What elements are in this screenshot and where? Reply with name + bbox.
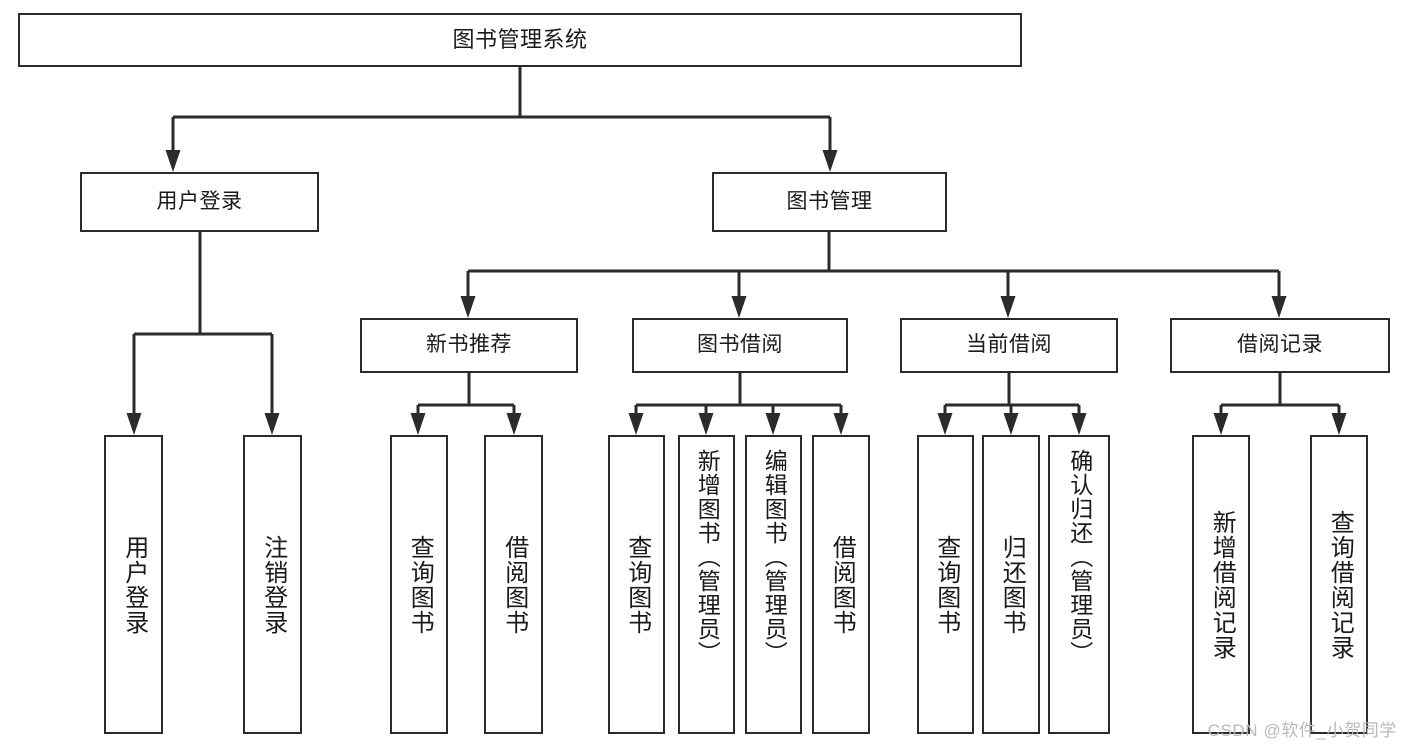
node-book-borrow[interactable]: 图书借阅 (632, 318, 848, 373)
root_to_level2-arrow-0-head (165, 150, 181, 172)
node-label: 新书推荐 (426, 333, 512, 357)
leaf-user-login[interactable]: 用户登录 (104, 435, 163, 734)
node-label: 当前借阅 (966, 333, 1052, 357)
node-label: 图书借阅 (697, 333, 783, 357)
node-label: 归还图书 (998, 534, 1026, 635)
node-label: 用户登录 (120, 534, 148, 635)
root_to_level2-arrow-1-head (822, 150, 838, 172)
leaf-add-book-admin[interactable]: 新增图书（管理员） (678, 435, 735, 734)
node-book-management[interactable]: 图书管理 (712, 172, 947, 232)
node-label: 图书管理 (786, 189, 873, 213)
current_to_leaves-arrow-1-head (1003, 413, 1019, 435)
book_manage_to_level3-arrow-1-head (731, 296, 747, 318)
leaf-logout[interactable]: 注销登录 (243, 435, 302, 734)
user_login_to_leaves-arrow-1-head (264, 413, 280, 435)
node-current-borrow[interactable]: 当前借阅 (900, 318, 1118, 373)
leaf-return-book[interactable]: 归还图书 (982, 435, 1040, 734)
node-label: 借阅图书 (500, 534, 528, 635)
leaf-query-book-current[interactable]: 查询图书 (917, 435, 974, 734)
borrow_to_leaves-arrow-3-head (833, 413, 849, 435)
node-new-book-recommend[interactable]: 新书推荐 (360, 318, 578, 373)
recommend_to_leaves-arrow-1-head (506, 413, 522, 435)
current_to_leaves-arrow-0-head (937, 413, 953, 435)
node-label: 用户登录 (156, 189, 243, 213)
node-label: 查询图书 (406, 534, 434, 635)
node-user-login[interactable]: 用户登录 (80, 172, 319, 232)
leaf-query-book-recommend[interactable]: 查询图书 (390, 435, 448, 734)
book_manage_to_level3-arrow-3-head (1271, 296, 1287, 318)
borrow_to_leaves-arrow-1-head (698, 413, 714, 435)
leaf-query-book-borrow[interactable]: 查询图书 (608, 435, 665, 734)
node-root-system[interactable]: 图书管理系统 (18, 13, 1022, 67)
borrow_to_leaves-arrow-0-head (628, 413, 644, 435)
user_login_to_leaves-arrow-0-head (126, 413, 142, 435)
leaf-borrow-book[interactable]: 借阅图书 (812, 435, 870, 734)
borrow_to_leaves-arrow-2-head (765, 413, 781, 435)
leaf-add-borrow-record[interactable]: 新增借阅记录 (1192, 435, 1250, 734)
book_manage_to_level3-arrow-0-head (460, 296, 476, 318)
node-label: 新增图书（管理员） (694, 449, 721, 665)
node-borrow-record[interactable]: 借阅记录 (1170, 318, 1390, 373)
leaf-confirm-return-admin[interactable]: 确认归还（管理员） (1048, 435, 1110, 734)
node-label: 查询图书 (932, 534, 960, 635)
book_manage_to_level3-arrow-2-head (1000, 296, 1016, 318)
recommend_to_leaves-arrow-0-head (410, 413, 426, 435)
watermark-text: CSDN @软件_小贺同学 (1207, 721, 1397, 740)
node-label: 借阅记录 (1237, 333, 1323, 357)
record_to_leaves-arrow-0-head (1213, 413, 1229, 435)
node-label: 查询借阅记录 (1326, 509, 1354, 660)
record_to_leaves-arrow-1-head (1331, 413, 1347, 435)
leaf-borrow-book-recommend[interactable]: 借阅图书 (484, 435, 543, 734)
node-label: 查询图书 (623, 534, 651, 635)
node-label: 确认归还（管理员） (1066, 449, 1093, 665)
leaf-edit-book-admin[interactable]: 编辑图书（管理员） (745, 435, 802, 734)
node-label: 借阅图书 (828, 534, 856, 635)
node-label: 注销登录 (259, 534, 287, 635)
node-label: 图书管理系统 (452, 27, 588, 53)
leaf-query-borrow-record[interactable]: 查询借阅记录 (1310, 435, 1368, 734)
node-label: 新增借阅记录 (1208, 509, 1236, 660)
current_to_leaves-arrow-2-head (1071, 413, 1087, 435)
node-label: 编辑图书（管理员） (761, 449, 788, 665)
